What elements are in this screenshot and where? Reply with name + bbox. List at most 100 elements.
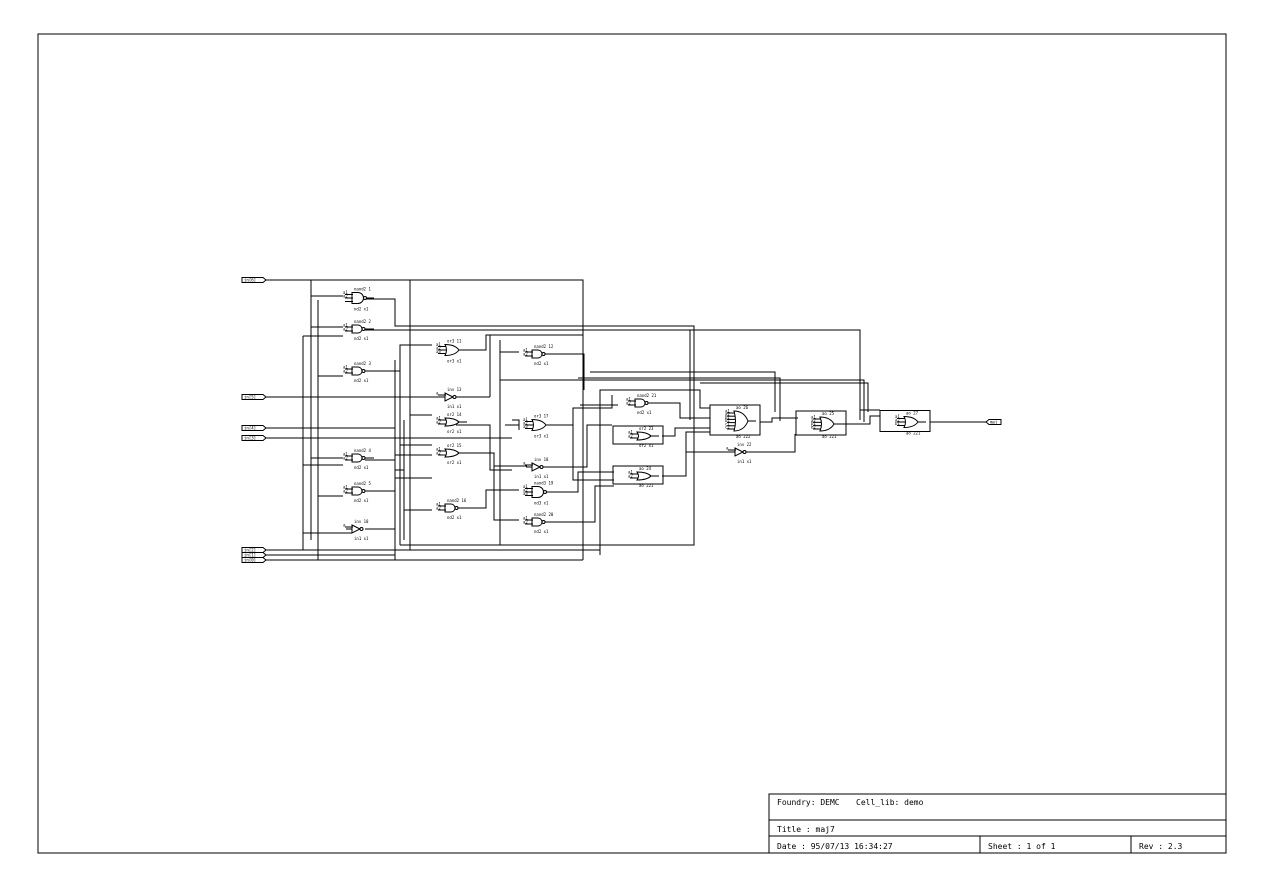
svg-text:a2: a2	[436, 346, 441, 351]
svg-text:a1: a1	[628, 470, 633, 475]
svg-text:a1: a1	[626, 397, 631, 402]
svg-text:a1: a1	[436, 447, 441, 452]
svg-text:a1: a1	[436, 416, 441, 421]
svg-text:or2 x1: or2 x1	[447, 460, 462, 465]
svg-text:nd2 x1: nd2 x1	[354, 498, 369, 503]
svg-text:a3: a3	[523, 491, 528, 496]
svg-text:a1: a1	[895, 414, 900, 419]
svg-text:in[3]: in[3]	[244, 436, 256, 441]
input-port-in3: in[3]	[241, 435, 267, 441]
svg-text:a2: a2	[523, 488, 528, 493]
input-port-in4: in[4]	[241, 425, 267, 431]
svg-text:nand2 2: nand2 2	[354, 319, 371, 324]
svg-text:a1: a1	[436, 342, 441, 347]
svg-text:ao 25: ao 25	[822, 411, 835, 416]
svg-text:b2: b2	[811, 425, 816, 430]
svg-text:b1: b1	[811, 421, 816, 426]
svg-text:nand2 20: nand2 20	[534, 512, 554, 517]
svg-text:a1: a1	[436, 502, 441, 507]
svg-text:a: a	[523, 461, 526, 466]
svg-text:nand2 21: nand2 21	[637, 393, 657, 398]
svg-text:a1: a1	[343, 365, 348, 370]
wiring	[266, 279, 986, 561]
ports: in[6]in[5]in[4]in[3]in[2]in[1]in[0]maj	[241, 277, 1002, 563]
svg-text:in[0]: in[0]	[244, 558, 256, 563]
svg-text:a2: a2	[343, 294, 348, 299]
svg-text:a1: a1	[343, 485, 348, 490]
svg-text:a2: a2	[523, 352, 528, 357]
svg-text:nand2 5: nand2 5	[354, 481, 371, 486]
svg-text:inv 13: inv 13	[447, 387, 462, 392]
svg-text:nand2 4: nand2 4	[354, 448, 371, 453]
svg-text:a2: a2	[811, 418, 816, 423]
svg-text:b2: b2	[725, 418, 730, 423]
input-port-in0: in[0]	[241, 557, 267, 563]
svg-text:a1: a1	[343, 290, 348, 295]
svg-text:in1 x1: in1 x1	[354, 536, 369, 541]
date-label: Date : 95/07/13 16:34:27	[777, 842, 893, 851]
input-port-in5: in[5]	[241, 394, 267, 400]
svg-text:a: a	[436, 391, 439, 396]
svg-text:or2 x1: or2 x1	[639, 443, 654, 448]
svg-text:a1: a1	[811, 415, 816, 420]
svg-text:nd2 x1: nd2 x1	[354, 307, 369, 312]
rev-label: Rev : 2.3	[1139, 842, 1183, 851]
svg-text:nd2 x1: nd2 x1	[447, 515, 462, 520]
svg-text:ao 27: ao 27	[906, 411, 919, 416]
svg-text:a2: a2	[343, 369, 348, 374]
svg-text:or2 x1: or2 x1	[447, 429, 462, 434]
svg-text:a1: a1	[343, 323, 348, 328]
svg-text:a2: a2	[725, 412, 730, 417]
svg-text:in1 x1: in1 x1	[447, 404, 462, 409]
svg-text:or3 x1: or3 x1	[447, 359, 462, 364]
svg-text:in[1]: in[1]	[244, 553, 256, 558]
svg-text:a2: a2	[343, 456, 348, 461]
svg-text:ao 221: ao 221	[639, 483, 654, 488]
svg-text:a1: a1	[523, 348, 528, 353]
svg-text:a1: a1	[725, 409, 730, 414]
svg-text:a2: a2	[436, 420, 441, 425]
svg-text:nd2 x1: nd2 x1	[637, 410, 652, 415]
sheet-label: Sheet : 1 of 1	[988, 842, 1056, 851]
svg-text:or2 23: or2 23	[639, 426, 654, 431]
input-port-in2: in[2]	[241, 547, 267, 553]
svg-text:a3: a3	[436, 349, 441, 354]
gate-inv-13: a inv 13 in1 x1	[436, 387, 467, 409]
svg-text:nd2 x1: nd2 x1	[534, 361, 549, 366]
svg-text:b1: b1	[895, 421, 900, 426]
svg-text:a: a	[726, 446, 729, 451]
svg-text:a2: a2	[895, 418, 900, 423]
svg-text:nand2 3: nand2 3	[354, 361, 371, 366]
svg-text:a1: a1	[343, 452, 348, 457]
svg-text:c2: c2	[725, 425, 730, 430]
svg-text:a1: a1	[523, 417, 528, 422]
svg-text:a2: a2	[626, 401, 631, 406]
svg-text:ao 24: ao 24	[639, 466, 652, 471]
output-port-maj: maj	[985, 419, 1002, 425]
svg-text:inv 18: inv 18	[534, 457, 549, 462]
svg-text:a2: a2	[343, 489, 348, 494]
svg-text:ao 222: ao 222	[736, 434, 751, 439]
svg-text:a: a	[343, 523, 346, 528]
svg-text:ao 221: ao 221	[822, 434, 837, 439]
svg-text:nd2 x1: nd2 x1	[354, 378, 369, 383]
svg-text:nand3 19: nand3 19	[534, 481, 554, 486]
svg-text:or3 17: or3 17	[534, 414, 549, 419]
svg-text:a3: a3	[523, 424, 528, 429]
